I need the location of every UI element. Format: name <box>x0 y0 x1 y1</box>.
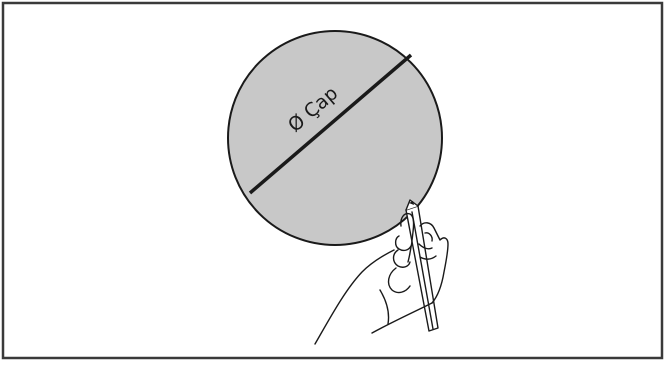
diameter-line <box>248 53 413 195</box>
hand-holding-pencil-icon <box>314 199 449 345</box>
circle-shape <box>227 30 443 246</box>
